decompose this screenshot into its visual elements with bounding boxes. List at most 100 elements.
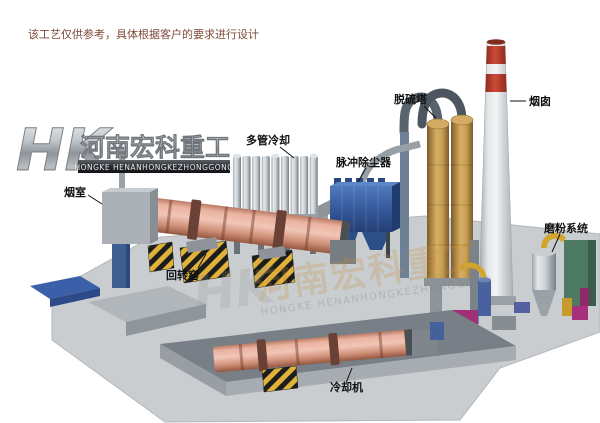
kiln-shell-group: [135, 196, 351, 256]
kiln-discharge-hood: [330, 240, 356, 264]
equipment-labels: 烟室 多管冷却 脉冲除尘器 脱硫塔 烟囱 磨粉系统 回转窑 冷却机: [64, 92, 588, 394]
logo-bar: [78, 160, 230, 173]
grinder-motor: [514, 302, 530, 313]
logo: HK 河南宏科重工 HONGKE HENANHONGKEZHONGGONG: [16, 116, 234, 185]
label-chimney: 烟囱: [529, 94, 551, 108]
leader-lines: [87, 100, 561, 384]
cooler-tube: [271, 156, 280, 224]
grinder-magenta-cylinder: [580, 288, 589, 306]
desulfurization-tower-leader: [423, 105, 437, 119]
bucket-elevator: [470, 240, 479, 324]
label-pulse-dust-collector: 脉冲除尘器: [335, 155, 392, 169]
grinder-cyclone-body: [532, 252, 556, 290]
pit-front-lip: [226, 346, 516, 396]
grinder-green-unit-side: [588, 240, 596, 306]
collector-inlet-duct: [318, 200, 330, 220]
pit-left-lip: [160, 344, 226, 396]
platform-step: [88, 286, 206, 322]
cooler-outlet-blue: [430, 322, 444, 340]
cooler-end-cap: [404, 329, 415, 356]
logo-company-en: HONGKE HENANHONGKEZHONGGONG: [74, 163, 233, 172]
smoke-chamber-duct: [112, 244, 130, 288]
cooler-tyre-ring: [328, 332, 340, 366]
tower-2-top: [450, 114, 474, 126]
pulse-valve: [334, 178, 341, 186]
cooler-tube-cap: [271, 153, 280, 159]
label-rotary-kiln: 回转窑: [166, 268, 199, 282]
multi-tube-cooler-leader: [279, 146, 295, 159]
tower-1-top: [426, 118, 450, 130]
aux-blue-cyclone-top: [478, 277, 491, 283]
grinder-magenta-box: [572, 306, 588, 320]
smoke-chamber-leader: [87, 194, 103, 205]
cooler-tube: [281, 156, 289, 224]
grinding-system: [514, 232, 596, 320]
tower-elbow-pipe-2: [417, 88, 467, 129]
kiln-band: [220, 206, 229, 241]
cooler-tube-cap: [233, 153, 241, 159]
cooling-machine: [213, 322, 444, 393]
cooler-leg: [258, 240, 264, 256]
kiln-shell: [135, 196, 350, 256]
label-cooling-machine: 冷却机: [330, 380, 363, 394]
cooling-machine-leader: [345, 367, 353, 384]
logo-company-cn: 河南宏科重工: [80, 133, 230, 162]
kiln-band: [248, 209, 256, 244]
label-smoke-chamber: 烟室: [64, 185, 86, 199]
rotary-kiln: [135, 196, 356, 264]
cooler-tube: [261, 156, 270, 224]
collector-leg: [386, 232, 390, 258]
tower-skirt: [424, 278, 476, 286]
smoke-chamber-duct-shade: [126, 244, 130, 288]
blue-pallet: [30, 276, 100, 299]
kiln-pier-2-saddle: [258, 246, 286, 260]
grinding-system-leader: [551, 233, 561, 253]
tower-2-body: [451, 120, 473, 284]
collector-top-face: [330, 182, 400, 186]
chimney: [478, 39, 516, 305]
cooler-tube: [309, 156, 318, 224]
smoke-chamber-body: [102, 192, 150, 244]
cooler-tube: [290, 156, 299, 224]
cooler-band: [238, 344, 244, 371]
cooler-pier: [261, 365, 299, 393]
chimney-red-band-top: [486, 46, 506, 64]
cooler-tube: [242, 156, 251, 224]
platform-step-face: [126, 304, 206, 336]
pulse-dust-collector-leader: [357, 167, 367, 183]
hazard-wall: [147, 241, 175, 273]
kiln-support-piers: [147, 237, 296, 289]
grinder-yellow-pipe: [541, 232, 567, 249]
cooler-tube: [233, 156, 241, 224]
smoke-chamber-top-face: [102, 188, 158, 192]
cooler-band: [294, 339, 300, 366]
tower-1-body: [427, 124, 449, 282]
aux-blue-cyclone: [478, 280, 491, 316]
label-desulfurization-tower: 脱硫塔: [394, 92, 428, 106]
label-grinding-system: 磨粉系统: [543, 221, 588, 235]
cooler-shell-group: [213, 329, 415, 373]
kiln-tyre: [187, 199, 202, 240]
disclaimer-text: 该工艺仅供参考，具体根据客户的要求进行设计: [28, 27, 259, 41]
aux-gray-box: [492, 316, 516, 330]
blue-pallet-face: [50, 288, 100, 307]
smoke-chamber-side-face: [150, 188, 158, 244]
aux-yellow-elbow: [458, 262, 487, 281]
cooler-leg: [234, 238, 240, 254]
cooler-band: [378, 331, 384, 359]
kiln-tyre: [272, 209, 287, 251]
cooler-tube-cap: [309, 153, 318, 159]
kiln-band: [304, 216, 312, 251]
collector-side-face: [392, 182, 400, 232]
tower-elbow-pipe-1: [399, 92, 443, 137]
duct-collector-to-towers: [358, 140, 421, 185]
grinder-yellow-duct: [562, 298, 572, 316]
tower-downcomer-pipe: [400, 132, 409, 278]
kiln-band: [165, 199, 173, 234]
watermark-monogram: HK: [190, 255, 281, 324]
chimney-base: [478, 296, 516, 305]
chimney-red-band-lower: [485, 74, 507, 92]
kiln-pier-1-saddle: [186, 237, 218, 253]
